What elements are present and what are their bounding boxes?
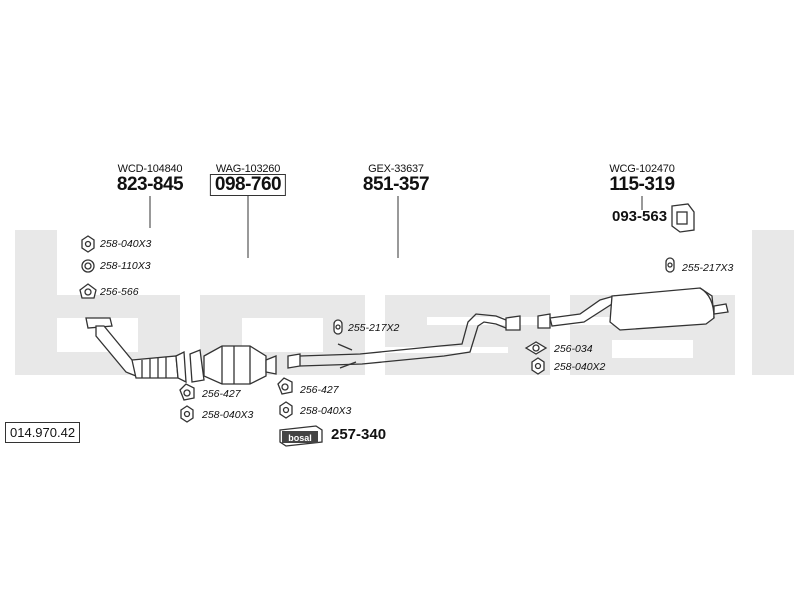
assembly-ref-3: GEX-33637 [368,163,424,175]
part-label: 255-217X2 [348,322,400,334]
kit-number: 257-340 [331,426,387,443]
fitting-kit-box: bosal [279,425,323,447]
hanger-bracket [671,203,695,233]
part-icons [79,235,675,423]
assembly-ref-2: WAG-103260 [215,163,281,175]
part-label: 256-427 [202,388,241,400]
front-pipe [85,317,187,384]
part-label: 258-110X3 [100,260,151,272]
assembly-number-2: 098-760 [209,174,287,196]
part-label: 255-217X3 [682,262,734,274]
assembly-ref-1: WCD-104840 [117,163,183,175]
rear-silencer [537,287,729,331]
catalytic-converter [189,345,277,385]
diagram-id: 014.970.42 [5,422,81,443]
part-label: 256-566 [100,286,139,298]
hanger-number: 093-563 [612,208,668,225]
kit-label: bosal [288,433,312,443]
brand-watermark [15,230,794,375]
assembly-number-3: 851-357 [362,174,430,195]
part-label: 258-040X3 [300,405,352,417]
part-label: 256-427 [300,384,339,396]
part-label: 256-034 [554,343,593,355]
part-label: 258-040X2 [554,361,606,373]
assembly-number-1: 823-845 [116,174,184,195]
leader-lines [149,196,643,258]
assembly-ref-4: WCG-102470 [609,163,675,175]
middle-pipe [287,313,521,369]
part-label: 258-040X3 [100,238,152,250]
assembly-number-4: 115-319 [609,174,675,195]
part-label: 258-040X3 [202,409,254,421]
